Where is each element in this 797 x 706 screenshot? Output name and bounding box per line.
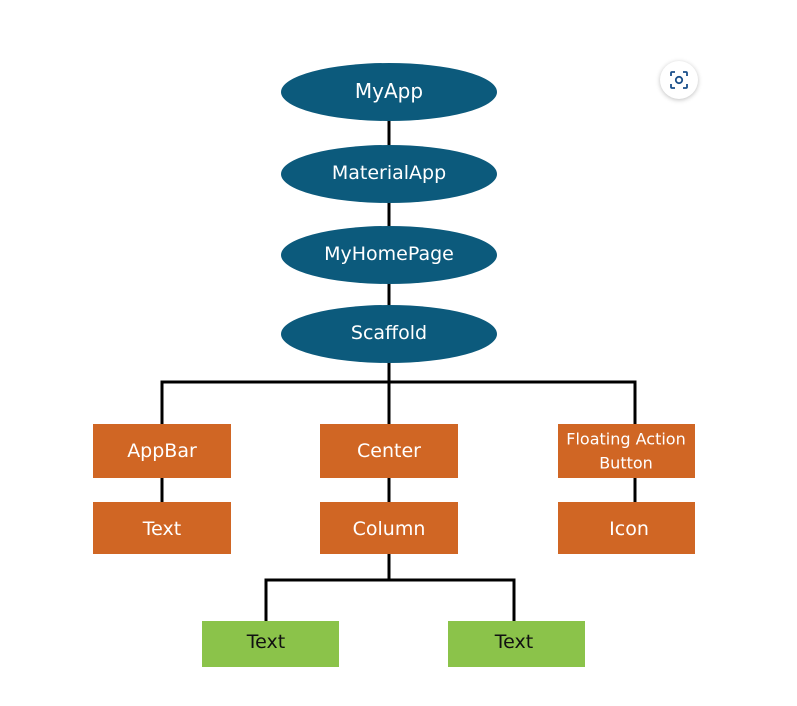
node-center: Center [320, 424, 458, 478]
connector-lines [160, 118, 637, 623]
node-materialapp-shape [281, 145, 497, 203]
node-appbar-label: AppBar [127, 440, 197, 462]
node-myapp-label: MyApp [355, 79, 423, 103]
node-floating-action-button: Floating Action Button [558, 424, 695, 478]
node-myhomepage-shape [281, 226, 497, 284]
node-column-text-left: Text [202, 621, 339, 667]
node-column-text-right: Text [448, 621, 585, 667]
image-search-button[interactable] [660, 61, 698, 99]
node-materialapp-label: MaterialApp [332, 162, 446, 184]
node-appbar-text-label: Text [142, 518, 181, 540]
image-search-icon [670, 71, 688, 89]
node-myhomepage: MyHomePage [281, 226, 497, 284]
node-center-label: Center [357, 440, 421, 462]
node-appbar: AppBar [93, 424, 231, 478]
node-icon: Icon [558, 502, 695, 554]
node-myhomepage-label: MyHomePage [324, 243, 454, 265]
node-appbar-text: Text [93, 502, 231, 554]
node-column-text-left-shape [202, 621, 339, 667]
node-column-label: Column [353, 518, 426, 540]
node-column-text-right-shape [448, 621, 585, 667]
node-icon-label: Icon [609, 518, 649, 540]
node-myapp-shape [281, 63, 497, 121]
node-column-text-left-label: Text [246, 631, 285, 653]
node-floating-action-button-label-line1: Floating Action [566, 430, 685, 449]
node-floating-action-button-shape [558, 424, 695, 478]
node-center-shape [320, 424, 458, 478]
node-scaffold-shape [281, 305, 497, 363]
node-column: Column [320, 502, 458, 554]
node-icon-shape [558, 502, 695, 554]
node-materialapp: MaterialApp [281, 145, 497, 203]
node-appbar-shape [93, 424, 231, 478]
node-column-text-right-label: Text [494, 631, 533, 653]
node-myapp: MyApp [281, 63, 497, 121]
node-scaffold-label: Scaffold [351, 322, 427, 344]
node-floating-action-button-label-line2: Button [599, 454, 653, 473]
node-column-shape [320, 502, 458, 554]
node-scaffold: Scaffold [281, 305, 497, 363]
node-appbar-text-shape [93, 502, 231, 554]
